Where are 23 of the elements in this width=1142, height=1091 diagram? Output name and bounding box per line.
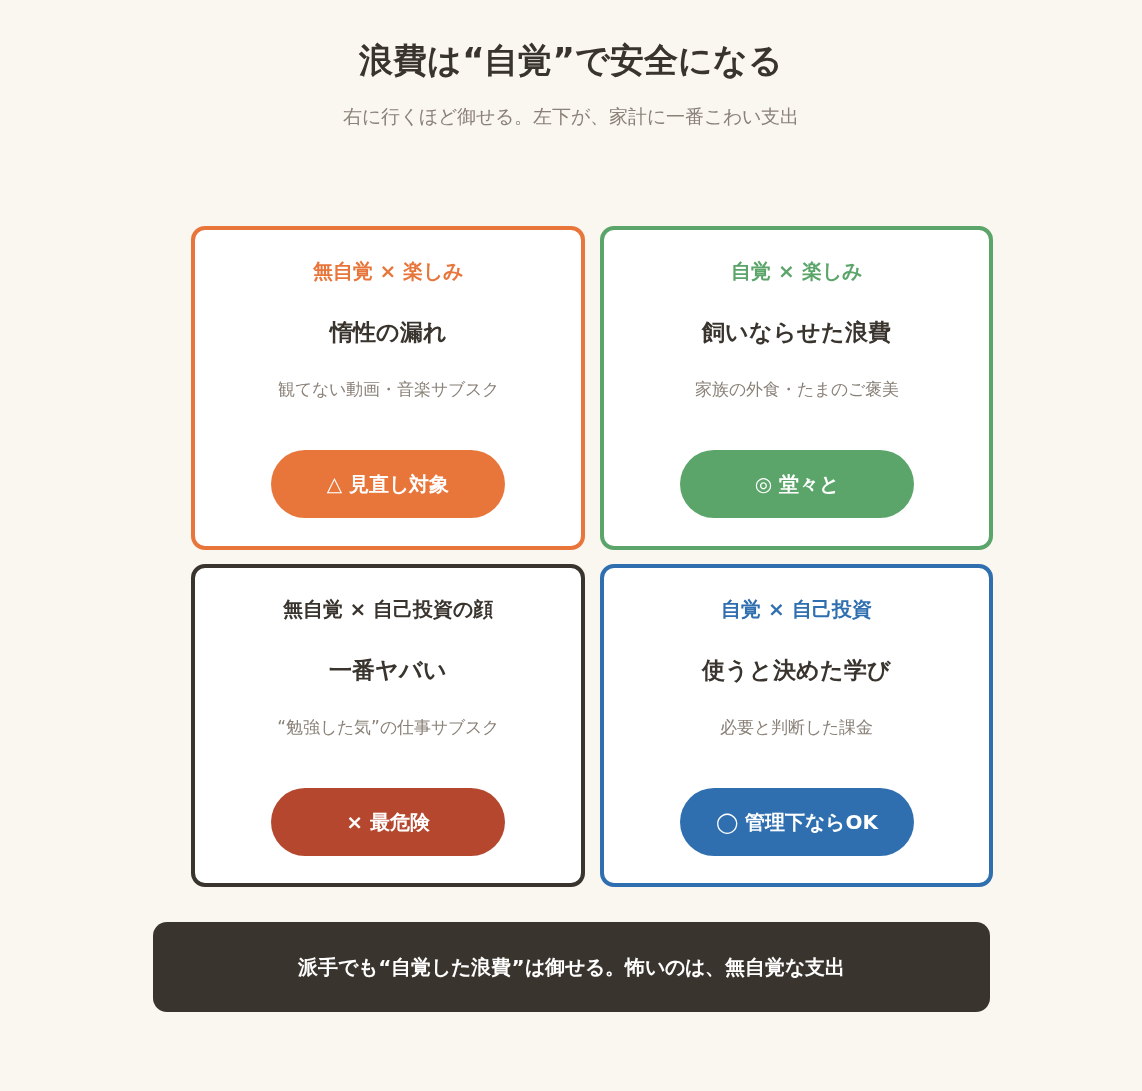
card-title: 使うと決めた学び xyxy=(702,656,891,685)
quadrant-card xyxy=(600,564,993,887)
quadrant-card xyxy=(191,564,585,887)
card-heading: 自覚 × 自己投資 xyxy=(721,596,872,623)
quadrant-card xyxy=(600,226,993,550)
status-badge: × 最危険 xyxy=(271,788,505,856)
status-badge: △ 見直し対象 xyxy=(271,450,505,518)
summary-banner: 派手でも“自覚した浪費”は御せる。怖いのは、無自覚な支出 xyxy=(153,922,990,1012)
card-heading: 無自覚 × 自己投資の顔 xyxy=(282,596,494,623)
card-description: 観てない動画・音楽サブスク xyxy=(277,378,499,401)
card-title: 一番ヤバい xyxy=(329,656,447,685)
quadrant-card xyxy=(191,226,585,550)
status-badge: ◯ 管理下ならOK xyxy=(680,788,914,856)
card-heading: 自覚 × 楽しみ xyxy=(731,258,862,285)
card-description: “勉強した気”の仕事サブスク xyxy=(277,716,499,739)
card-title: 飼いならせた浪費 xyxy=(702,318,891,347)
card-description: 家族の外食・たまのご褒美 xyxy=(694,378,899,401)
card-title: 惰性の漏れ xyxy=(329,318,447,347)
card-heading: 無自覚 × 楽しみ xyxy=(312,258,464,285)
card-description: 必要と判断した課金 xyxy=(720,716,873,739)
status-badge: ◎ 堂々と xyxy=(680,450,914,518)
subtitle: 右に行くほど御せる。左下が、家計に一番こわい支出 xyxy=(343,105,799,127)
title: 浪費は“自覚”で安全になる xyxy=(359,40,783,80)
